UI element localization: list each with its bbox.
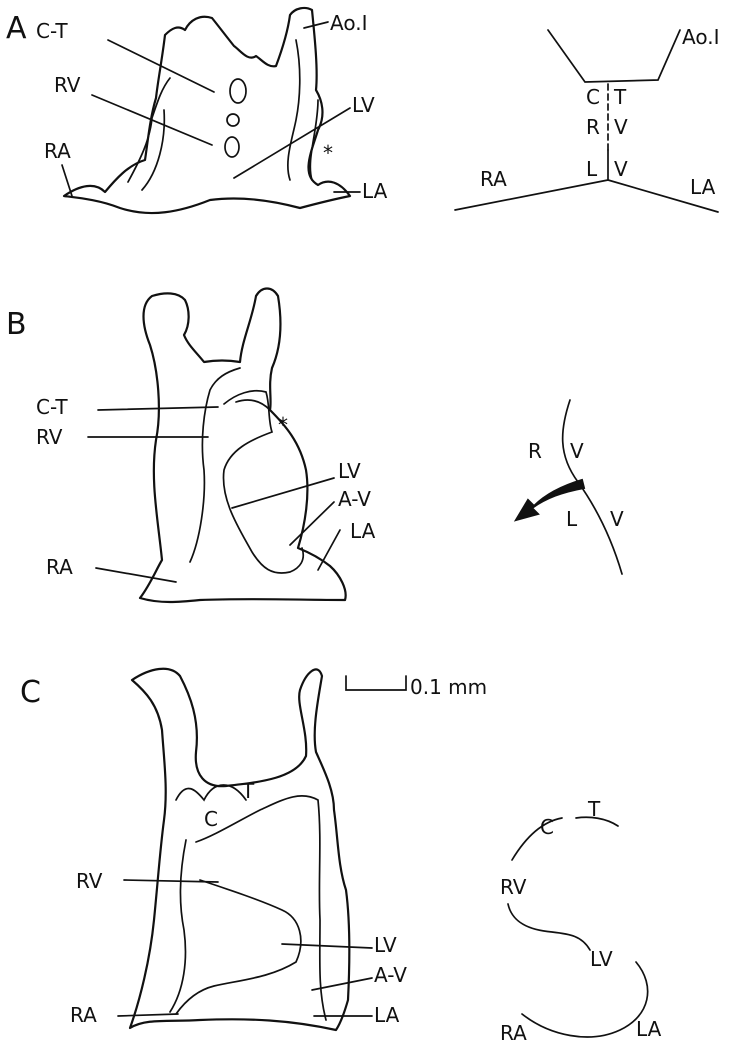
panel-c-schematic-label-la: LA <box>636 1017 662 1041</box>
panel-c-inner-left <box>170 840 186 1012</box>
panel-b-leader-lv <box>232 478 334 508</box>
panel-b-schematic: R V L V <box>516 400 624 574</box>
panel-a-heart-outline <box>64 8 350 213</box>
panel-b-label-la: LA <box>350 519 376 543</box>
panel-a-lumen-rv-1 <box>227 114 239 126</box>
panel-b-schematic-label-v2: V <box>610 507 624 531</box>
panel-b-leader-ra <box>96 568 176 582</box>
panel-b-inner-loop <box>223 391 303 573</box>
panel-a-schematic-outflow <box>548 30 680 82</box>
panel-b-label-ra: RA <box>46 555 73 579</box>
panel-a-schematic-label-la: LA <box>690 175 716 199</box>
panel-a-schematic-label-r: R <box>586 115 600 139</box>
panel-a-leader-rv <box>92 95 212 145</box>
panel-a-schematic-label-t: T <box>613 85 627 109</box>
panel-b-leader-av <box>290 502 334 545</box>
panel-c-schematic-label-ra: RA <box>500 1021 527 1045</box>
panel-a-leader-ra <box>62 165 72 196</box>
panel-b-schematic-label-v1: V <box>570 439 584 463</box>
panel-c-inner-ct <box>176 785 246 800</box>
panel-a-schematic-label-v2: V <box>614 157 628 181</box>
panel-b-schematic-label-l: L <box>566 507 578 531</box>
panel-a-label-ct: C-T <box>36 19 68 43</box>
panel-a-schematic-label-ao: Ao.I <box>682 25 719 49</box>
panel-c-label-rv: RV <box>76 869 103 893</box>
panel-a-label-rv: RV <box>54 73 81 97</box>
panel-c-label-ra: RA <box>70 1003 97 1027</box>
panel-b-inner-right <box>236 400 270 410</box>
panel-c-schematic: C T RV LV RA LA <box>500 797 662 1045</box>
panel-a-label-star: * <box>323 141 333 165</box>
scale-bar-line <box>346 676 406 690</box>
panel-a: A C-T RV RA Ao.I LV * LA Ao.I <box>6 8 719 213</box>
panel-a-schematic-label-ra: RA <box>480 167 507 191</box>
panel-c-leader-rv <box>124 880 218 882</box>
panel-c-schematic-label-lv: LV <box>590 947 613 971</box>
panel-c-label-la: LA <box>374 1003 400 1027</box>
panel-b: B C-T RV * LV A-V LA RA R V L V <box>6 289 624 603</box>
panel-c-schematic-lv-la-arc <box>522 962 648 1037</box>
panel-b-letter: B <box>6 307 27 342</box>
panel-a-inner-left <box>128 78 170 190</box>
panel-c-letter: C <box>20 675 41 710</box>
panel-a-leader-ao <box>304 22 328 28</box>
panel-c: C 0.1 mm T C RV LV A-V RA LA C T RV <box>20 669 662 1045</box>
panel-a-lumen-ct <box>230 79 246 103</box>
panel-a-label-ao: Ao.I <box>330 11 367 35</box>
panel-a-label-ra: RA <box>44 139 71 163</box>
panel-a-schematic-left-limb <box>455 180 608 210</box>
scale-bar-label: 0.1 mm <box>410 675 487 699</box>
panel-c-schematic-label-t: T <box>587 797 601 821</box>
panel-c-schematic-rv-lv-arc <box>508 904 590 950</box>
panel-a-letter: A <box>6 11 27 46</box>
panel-c-label-c: C <box>204 807 218 831</box>
panel-a-inner-right <box>288 40 318 180</box>
panel-a-schematic-label-l: L <box>586 157 598 181</box>
panel-c-schematic-label-c: C <box>540 815 554 839</box>
panel-c-label-t: T <box>241 779 255 803</box>
panel-b-label-ct: C-T <box>36 395 68 419</box>
panel-c-label-av: A-V <box>374 963 407 987</box>
panel-c-inner-av <box>176 880 301 1014</box>
scale-bar: 0.1 mm <box>346 675 487 699</box>
panel-a-schematic-label-c: C <box>586 85 600 109</box>
panel-c-label-lv: LV <box>374 933 397 957</box>
panel-c-heart-outline <box>130 669 349 1030</box>
panel-a-label-lv: LV <box>352 93 375 117</box>
panel-b-label-rv: RV <box>36 425 63 449</box>
panel-a-schematic-label-v1: V <box>614 115 628 139</box>
panel-a-leader-ct <box>108 40 214 92</box>
panel-b-label-av: A-V <box>338 487 371 511</box>
panel-b-schematic-label-r: R <box>528 439 542 463</box>
panel-a-lumen-rv-2 <box>225 137 239 157</box>
panel-c-schematic-label-rv: RV <box>500 875 527 899</box>
panel-b-label-star: * <box>278 413 288 437</box>
panel-b-label-lv: LV <box>338 459 361 483</box>
panel-c-leader-ra <box>118 1014 178 1016</box>
panel-c-schematic-ct-arc <box>512 817 618 860</box>
panel-c-leader-lv <box>282 944 372 948</box>
panel-a-label-la: LA <box>362 179 388 203</box>
panel-a-schematic: Ao.I C T R V L V RA LA <box>455 25 719 212</box>
